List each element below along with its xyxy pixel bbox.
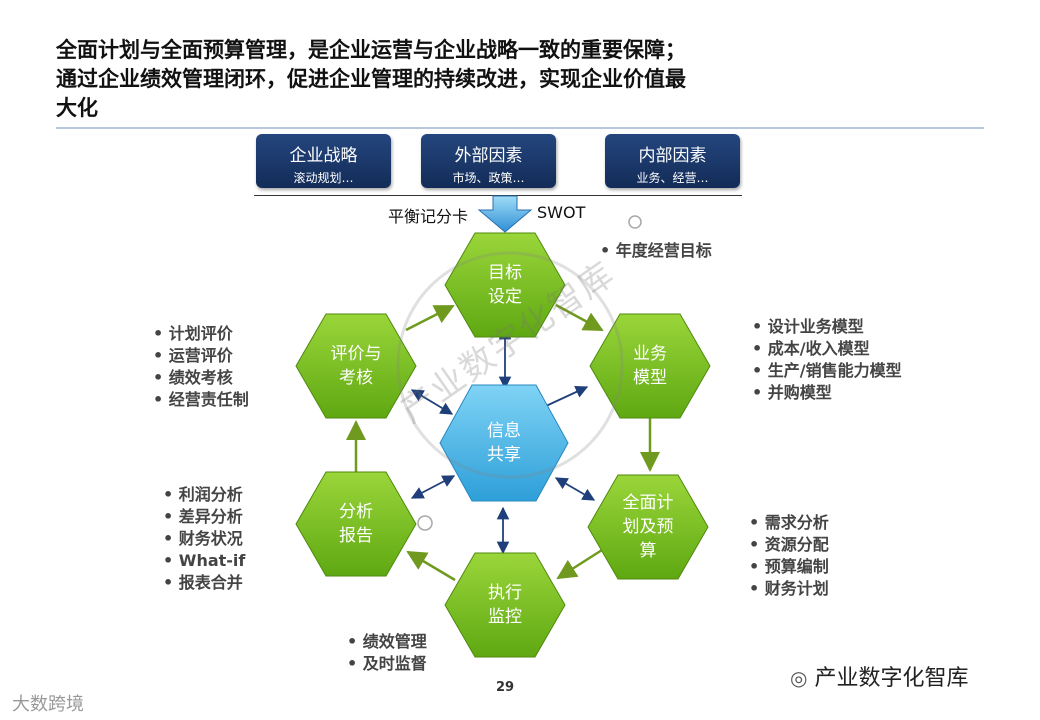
brand-text: 产业数字化智库 [814,666,969,691]
label-swot: SWOT [537,203,586,222]
bullet-item: 成本/收入模型 [752,338,902,360]
arrow-execute-to-analysis [406,550,456,582]
hex-execute [444,552,566,658]
bullet-item: 差异分析 [163,506,245,528]
box-main-label: 内部因素 [638,146,707,166]
corner-logo: 大数跨境 [12,694,84,715]
hex-evaluate-label: 评价与考核 [296,314,416,418]
arrow-center-analysis [410,475,456,499]
hex-text: 分析 [339,502,373,522]
bullets-execute: 绩效管理 及时监督 [347,631,427,675]
bullets-plan: 需求分析 资源分配 预算编制 财务计划 [749,512,829,600]
hex-text: 模型 [633,368,667,388]
bullet-item: 绩效管理 [347,631,427,653]
hex-business [589,313,711,419]
hex-text: 评价与 [330,344,382,364]
wechat-icon: ◎ [790,666,808,690]
bullets-goal: 年度经营目标 [600,240,712,262]
bullet-item: 运营评价 [153,345,249,367]
hex-text: 监控 [488,607,522,627]
brand-label: ◎ 产业数字化智库 [790,660,968,692]
bullet-item: 经营责任制 [153,389,249,411]
bullet-item: 生产/销售能力模型 [752,360,902,382]
title-line-3: 大化 [56,96,98,120]
bullet-item: 利润分析 [163,484,245,506]
watermark-dot [628,215,642,229]
page-number: 29 [496,680,515,695]
bullet-item: 绩效考核 [153,367,249,389]
title-divider [56,127,984,129]
hex-text: 设定 [488,287,522,307]
hex-text: 业务 [633,344,667,364]
bullet-item: 及时监督 [347,653,427,675]
bullet-item: 资源分配 [749,534,829,556]
bullet-item: 财务状况 [163,528,245,550]
hex-text: 划及预 [622,517,674,537]
input-down-arrow [477,195,533,233]
bullet-item: 预算编制 [749,556,829,578]
hex-text: 算 [639,541,657,561]
hex-analysis [295,471,417,577]
title-line-1: 全面计划与全面预算管理，是企业运营与企业战略一致的重要保障； [56,38,686,62]
bullet-item: 并购模型 [752,382,902,404]
hex-center [439,384,569,502]
hex-goal [444,232,566,338]
hex-text: 全面计 [622,493,674,513]
hex-text: 目标 [488,263,522,283]
box-enterprise-strategy: 企业战略 滚动规划… [256,134,391,188]
watermark-dot [417,515,433,531]
label-balanced-scorecard: 平衡记分卡 [388,207,469,226]
box-internal-factors: 内部因素 业务、经营… [605,134,740,188]
bullets-analysis: 利润分析 差异分析 财务状况 What-if 报表合并 [163,484,246,594]
box-main-label: 外部因素 [454,146,523,166]
arrow-evaluate-to-goal [405,304,455,332]
bullet-item: 报表合并 [163,572,245,594]
hex-text: 报告 [339,526,373,546]
hex-text: 信息 [487,421,521,441]
hex-business-label: 业务模型 [590,314,710,418]
hex-plan-label: 全面计划及预算 [588,475,708,579]
title-line-2: 通过企业绩效管理闭环，促进企业管理的持续改进，实现企业价值最 [56,67,686,91]
hex-plan [587,474,709,580]
box-sub-label: 滚动规划… [293,171,354,185]
hex-evaluate [295,313,417,419]
arrow-goal-to-business [555,303,604,332]
hex-analysis-label: 分析报告 [296,472,416,576]
bullet-item: What-if [163,550,246,572]
bullets-evaluate: 计划评价 运营评价 绩效考核 经营责任制 [153,323,249,411]
box-external-factors: 外部因素 市场、政策… [421,134,556,188]
box-sub-label: 市场、政策… [452,171,525,185]
hex-goal-label: 目标设定 [445,233,565,337]
bullets-business: 设计业务模型 成本/收入模型 生产/销售能力模型 并购模型 [752,316,902,404]
bullet-item: 需求分析 [749,512,829,534]
bullet-item: 财务计划 [749,578,829,600]
arrow-center-plan [554,477,596,501]
hex-text: 共享 [487,445,521,465]
hex-execute-label: 执行监控 [445,553,565,657]
hex-center-label: 信息共享 [440,385,568,501]
box-main-label: 企业战略 [289,146,358,166]
hex-text: 考核 [339,368,373,388]
watermark-stamp [396,251,624,479]
arrow-center-evaluate [410,389,454,415]
slide-title: 全面计划与全面预算管理，是企业运营与企业战略一致的重要保障； 通过企业绩效管理闭… [56,36,996,123]
box-sub-label: 业务、经营… [636,171,709,185]
bullet-item: 计划评价 [153,323,249,345]
hex-text: 执行 [488,583,522,603]
arrow-plan-to-execute [556,548,603,580]
bullet-item: 年度经营目标 [600,240,712,262]
bullet-item: 设计业务模型 [752,316,902,338]
